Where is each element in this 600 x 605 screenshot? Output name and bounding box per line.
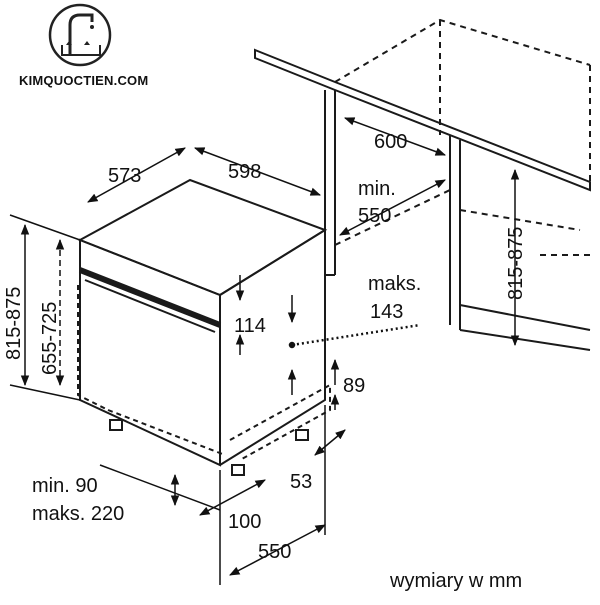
- label-niche-width-600: 600: [374, 131, 407, 153]
- cabinet-niche: [254, 18, 591, 351]
- label-depth-100: 100: [228, 511, 261, 533]
- dishwasher-body: [77, 178, 331, 476]
- label-niche-min: min.: [358, 178, 396, 200]
- dimension-labels: 573 598 600 min. 550 maks. 143 114 89 53…: [3, 131, 527, 592]
- label-maks-143: 143: [370, 301, 403, 323]
- label-width-598: 598: [228, 161, 261, 183]
- dimension-lines: [9, 117, 520, 585]
- label-total-height: 815-875: [3, 287, 25, 360]
- faucet-icon: [48, 3, 112, 67]
- label-plinth-89: 89: [343, 375, 365, 397]
- logo-text: KIMQUOCTIEN.COM: [19, 73, 149, 88]
- label-depth-550: 550: [258, 541, 291, 563]
- label-front-min-90: min. 90: [32, 475, 98, 497]
- label-plinth-53: 53: [290, 471, 312, 493]
- label-panel-114: 114: [234, 315, 266, 337]
- label-niche-min-550: 550: [358, 205, 391, 227]
- label-inner-height: 655-725: [39, 302, 61, 375]
- units-note: wymiary w mm: [389, 570, 522, 592]
- label-niche-height: 815-875: [505, 227, 527, 300]
- label-maks: maks.: [368, 273, 421, 295]
- label-front-maks-220: maks. 220: [32, 503, 124, 525]
- label-depth-573: 573: [108, 165, 141, 187]
